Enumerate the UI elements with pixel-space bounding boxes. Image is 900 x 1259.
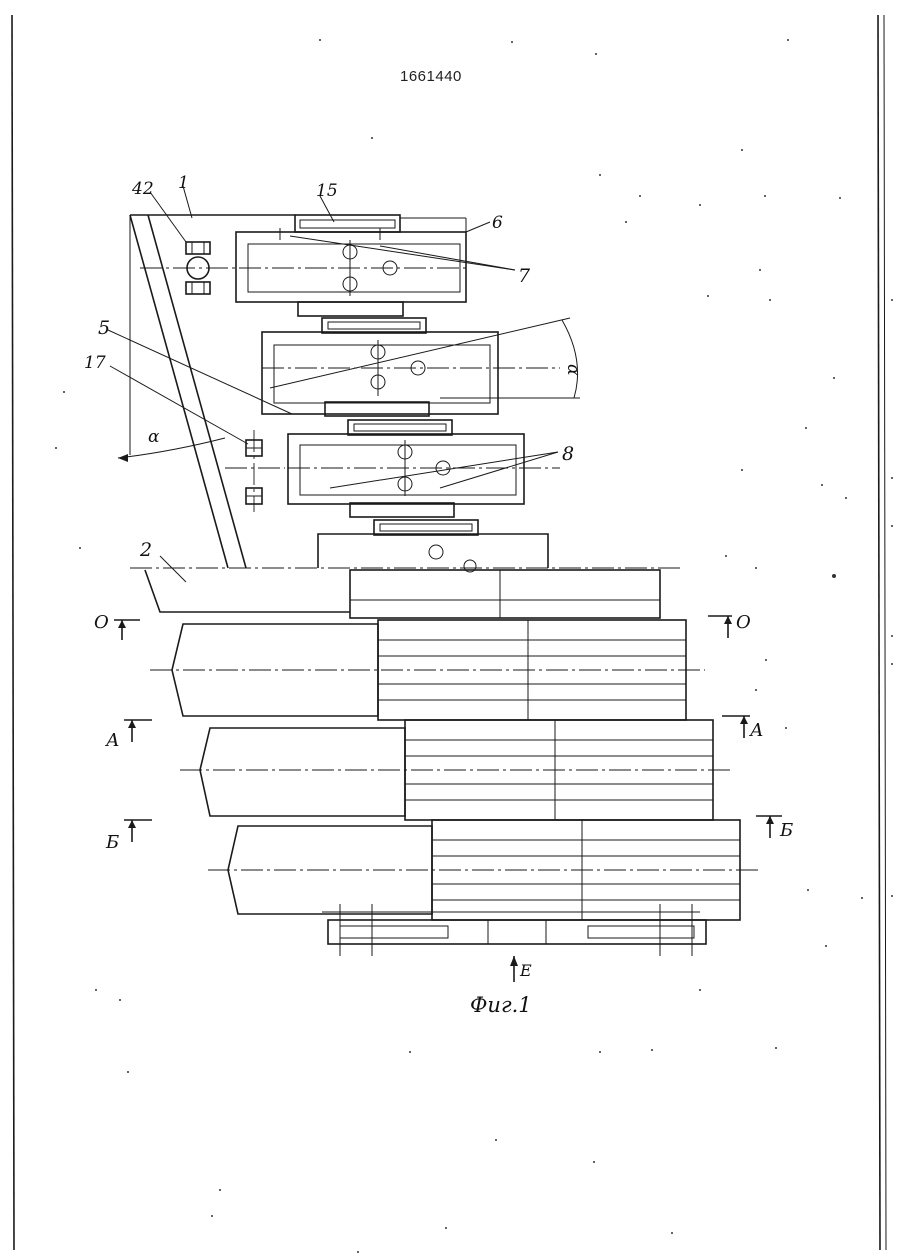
bearing-unit-17 <box>225 430 285 512</box>
section-line-a-left <box>124 720 152 742</box>
label-17: 17 <box>84 353 106 373</box>
label-2: 2 <box>139 539 152 561</box>
left-margin-line <box>12 15 14 1250</box>
label-5: 5 <box>98 317 110 339</box>
right-margin-line <box>878 15 880 1250</box>
roll-stand-4 <box>318 520 548 572</box>
section-line-b-right <box>756 816 782 838</box>
section-label-b-left: Б <box>105 832 119 853</box>
label-alpha-left: α <box>148 427 160 447</box>
roll-stand-1 <box>236 215 466 316</box>
right-margin-line-inner <box>884 15 886 1250</box>
section-line-b-left <box>124 820 152 842</box>
roll-cage-o <box>150 620 705 720</box>
section-label-a-right: А <box>748 720 764 741</box>
label-1: 1 <box>178 173 189 193</box>
angle-alpha-left <box>118 438 225 462</box>
label-8: 8 <box>562 443 574 465</box>
label-alpha-right: α <box>563 364 583 376</box>
scan-noise <box>55 39 893 1253</box>
section-label-a-left: А <box>104 730 120 751</box>
roll-cage-a <box>180 720 730 820</box>
figure-caption: Фиг.1 <box>470 993 532 1017</box>
view-arrow-e <box>510 956 518 982</box>
roll-stand-3 <box>288 420 560 517</box>
view-label-e: Е <box>519 961 532 980</box>
section-label-o-left: О <box>94 612 109 633</box>
frame-body <box>130 215 470 568</box>
beam-2 <box>130 568 680 618</box>
label-15: 15 <box>316 181 338 201</box>
roll-stand-2 <box>262 318 560 416</box>
section-line-o-left <box>114 620 140 640</box>
section-line-a-right <box>722 716 750 738</box>
section-label-o-right: О <box>736 612 751 633</box>
roll-cage-b <box>208 820 760 920</box>
section-line-o-right <box>708 616 732 638</box>
label-42: 42 <box>131 179 154 199</box>
label-6: 6 <box>492 213 503 233</box>
label-7: 7 <box>518 265 531 287</box>
base-plate <box>322 904 706 956</box>
section-label-b-right: Б <box>779 820 793 841</box>
angle-alpha-right <box>270 318 580 398</box>
